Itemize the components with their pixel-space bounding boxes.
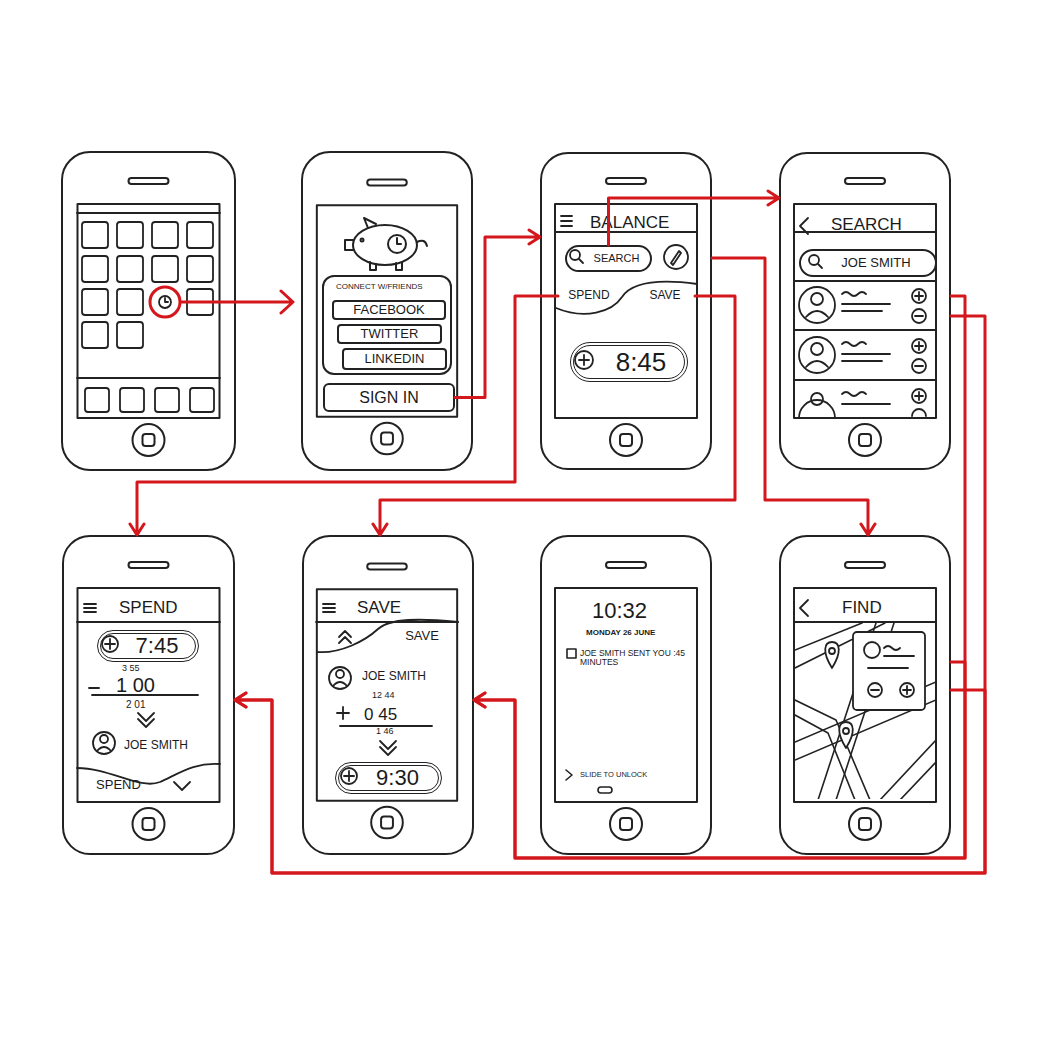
tab-label: SPEND (558, 284, 620, 308)
button-label: 9:30 (376, 766, 419, 790)
screen-text: SAVE (357, 599, 401, 618)
button-label: SPEND (568, 289, 609, 302)
phone-screen: 10:32MONDAY 26 JUNE JOE SMITH SENT YOU :4… (540, 535, 712, 855)
phone-screen: SEARCH JOE SMITH (779, 152, 951, 470)
flow-arrow (455, 230, 540, 398)
screen-text: JOE SMITH SENT YOU :45 MINUTES (580, 649, 690, 668)
flow-arrow (130, 296, 558, 535)
button-label: SPEND (96, 778, 141, 792)
button-label: FACEBOOK (353, 303, 425, 317)
balance-pill: 8:45 (570, 342, 688, 382)
tab-label: SAVE (635, 284, 695, 308)
phone-screen: BALANCE SEARCH SPEND SAVE 8:45 (540, 152, 712, 470)
social-button: LINKEDIN (342, 348, 447, 370)
screen-text: SEARCH (831, 216, 902, 235)
screen-text: JOE SMITH (362, 670, 426, 683)
home-screen-icons (77, 213, 220, 412)
screen-text: 0 45 (364, 706, 397, 725)
find-screen-map (794, 600, 936, 800)
phone-screen: SPEND3 551 002 01JOE SMITH7:45SPEND (62, 535, 235, 855)
balance-pill: 7:45 (97, 630, 199, 662)
screen-text: JOE SMITH (124, 739, 188, 752)
screen-text: BALANCE (590, 214, 669, 233)
phone-screen: SAVE JOE SMITH 12 44 0 45 1 46 SAVE 9:30 (302, 535, 474, 855)
spend-screen-details (77, 604, 220, 790)
button-label: LINKEDIN (365, 352, 425, 366)
screen-text: 10:32 (592, 599, 647, 623)
save-screen-details (316, 604, 458, 784)
button-group: CONNECT W/FRIENDS FACEBOOK TWITTER LINKEDIN (322, 275, 452, 375)
button-label: TWITTER (361, 327, 419, 341)
balance-screen-details (555, 216, 697, 369)
button-label: 8:45 (616, 348, 667, 377)
search-field: JOE SMITH (799, 249, 937, 277)
balance-pill: 9:30 (335, 762, 442, 794)
flow-arrow (235, 316, 985, 873)
phone-outline (62, 152, 472, 470)
screen-text: 3 55 (122, 664, 140, 674)
social-button: TWITTER (337, 324, 442, 344)
screen-text: 2 01 (126, 699, 145, 710)
flow-arrow (474, 662, 965, 858)
search-button: SEARCH (565, 245, 652, 272)
flow-arrow (373, 296, 735, 535)
sign-in-button: SIGN IN (323, 383, 455, 412)
tab-label: SAVE (397, 625, 447, 647)
social-button: FACEBOOK (332, 300, 446, 320)
button-label: SAVE (649, 289, 680, 302)
tab-label: SPEND (90, 774, 147, 797)
flow-arrow (474, 296, 965, 858)
phone-chrome (78, 178, 937, 840)
screen-text: CONNECT W/FRIENDS (336, 283, 423, 292)
app-launch-arrow (150, 287, 293, 317)
piggy-bank-logo (345, 218, 427, 270)
screen-text: SLIDE TO UNLOCK (580, 771, 647, 779)
button-label: SIGN IN (359, 389, 419, 407)
search-screen-details (794, 218, 936, 418)
button-label: SAVE (405, 629, 439, 643)
button-label: JOE SMITH (841, 256, 910, 270)
screen-text: FIND (842, 599, 882, 618)
button-label: 7:45 (136, 634, 179, 658)
screen-text: SPEND (119, 599, 178, 618)
flow-arrow (235, 690, 985, 873)
screen-text: MONDAY 26 JUNE (586, 629, 655, 638)
phone-screen: FIND (779, 535, 951, 855)
screen-text: 12 44 (372, 691, 395, 701)
button-label: SEARCH (594, 252, 640, 264)
flow-arrow (712, 258, 875, 535)
screen-text: 1 00 (116, 674, 155, 696)
screen-text: 1 46 (376, 727, 394, 737)
